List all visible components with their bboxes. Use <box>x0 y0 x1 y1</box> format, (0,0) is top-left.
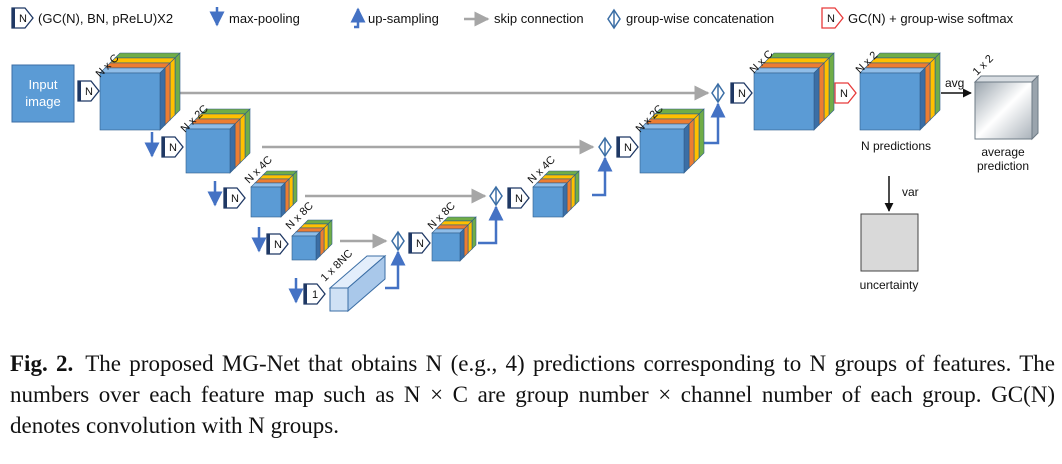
legend-concat-text: group-wise concatenation <box>626 11 774 26</box>
upsample-arrows <box>385 102 726 290</box>
legend-conv-icon-label: N <box>19 13 27 25</box>
concat-1 <box>391 230 405 252</box>
enc1-block <box>99 52 181 131</box>
conv-icon-dec2-label: N <box>624 142 632 154</box>
concat-3 <box>598 136 612 158</box>
conv-icon-dec1: N <box>730 82 753 104</box>
var-arrow: var <box>884 176 919 212</box>
avg-text: avg <box>945 76 964 90</box>
conv-icon-enc2-label: N <box>169 142 177 154</box>
var-text: var <box>902 185 919 199</box>
input-image-box: Input image <box>11 64 75 123</box>
legend-softmax-text: GC(N) + group-wise softmax <box>848 11 1014 26</box>
skip-connections <box>178 85 710 249</box>
conv-icon-bottleneck-label: 1 <box>312 289 318 301</box>
conv-icon-dec3-label: N <box>515 193 523 205</box>
softmax-icon: N <box>834 82 857 104</box>
conv-icon-dec1-label: N <box>738 88 746 100</box>
conv-icon-dec2: N <box>616 136 639 158</box>
conv-icon-bottleneck: 1 <box>303 283 326 305</box>
maxpool-arrows <box>144 132 304 304</box>
avg-box-label: 1 x 2 <box>971 53 996 78</box>
legend: N (GC(N), BN, pReLU)X2 max-pooling up-sa… <box>11 7 1014 30</box>
conv-icon-enc3: N <box>223 187 246 209</box>
legend-maxpool-text: max-pooling <box>229 11 300 26</box>
bottleneck-block <box>328 254 387 313</box>
upsample-1 <box>385 250 406 290</box>
conv-icon-dec4-label: N <box>416 238 424 250</box>
conv-icon-dec4: N <box>408 232 431 254</box>
softmax-icon-label: N <box>840 88 848 100</box>
feature-map-blocks <box>99 52 941 262</box>
figure-caption: Fig. 2.The proposed MG-Net that obtains … <box>10 348 1055 441</box>
conv-icon-in-label: N <box>85 86 93 98</box>
n-predictions-label: N predictions <box>861 139 931 153</box>
average-label-line1: average <box>981 145 1025 159</box>
conv-icon-enc3-label: N <box>231 193 239 205</box>
legend-conv-icon: N <box>11 7 34 29</box>
avg-arrow: avg <box>941 76 972 98</box>
dec1-block <box>753 52 835 131</box>
enc3-block <box>250 170 298 218</box>
conv-icon-enc2: N <box>161 136 184 158</box>
conv-icon-dec3: N <box>507 187 530 209</box>
dec3-block <box>532 170 580 218</box>
input-label-line1: Input <box>29 77 58 92</box>
conv-icon-enc4-label: N <box>274 239 282 251</box>
legend-conv-text: (GC(N), BN, pReLU)X2 <box>38 11 173 26</box>
uncertainty-box <box>860 213 919 272</box>
enc2-block <box>185 108 251 174</box>
uncertainty-label: uncertainty <box>860 278 919 292</box>
mg-net-diagram: N (GC(N), BN, pReLU)X2 max-pooling up-sa… <box>11 7 1040 313</box>
figure-label: Fig. 2. <box>10 351 74 376</box>
legend-upsample-text: up-sampling <box>368 11 439 26</box>
dec4-block <box>431 216 477 262</box>
upsample-3 <box>592 156 613 197</box>
legend-upsample-icon <box>350 7 366 29</box>
legend-skip-text: skip connection <box>494 11 584 26</box>
upsample-2 <box>478 205 504 245</box>
concat-4 <box>711 82 725 104</box>
average-prediction-box <box>973 74 1040 141</box>
legend-concat-icon <box>607 8 621 30</box>
concat-2 <box>489 185 503 207</box>
enc4-block <box>291 219 333 261</box>
average-label-line2: prediction <box>977 159 1029 173</box>
legend-softmax-icon-label: N <box>827 13 835 25</box>
legend-softmax-icon: N <box>821 7 844 29</box>
caption-text: The proposed MG-Net that obtains N (e.g.… <box>10 351 1055 438</box>
input-label-line2: image <box>25 94 60 109</box>
conv-icon-in: N <box>77 80 100 102</box>
upsample-4 <box>698 102 726 145</box>
pred-block <box>859 52 941 131</box>
conv-icon-enc4: N <box>266 233 289 255</box>
dec2-block <box>639 108 705 174</box>
